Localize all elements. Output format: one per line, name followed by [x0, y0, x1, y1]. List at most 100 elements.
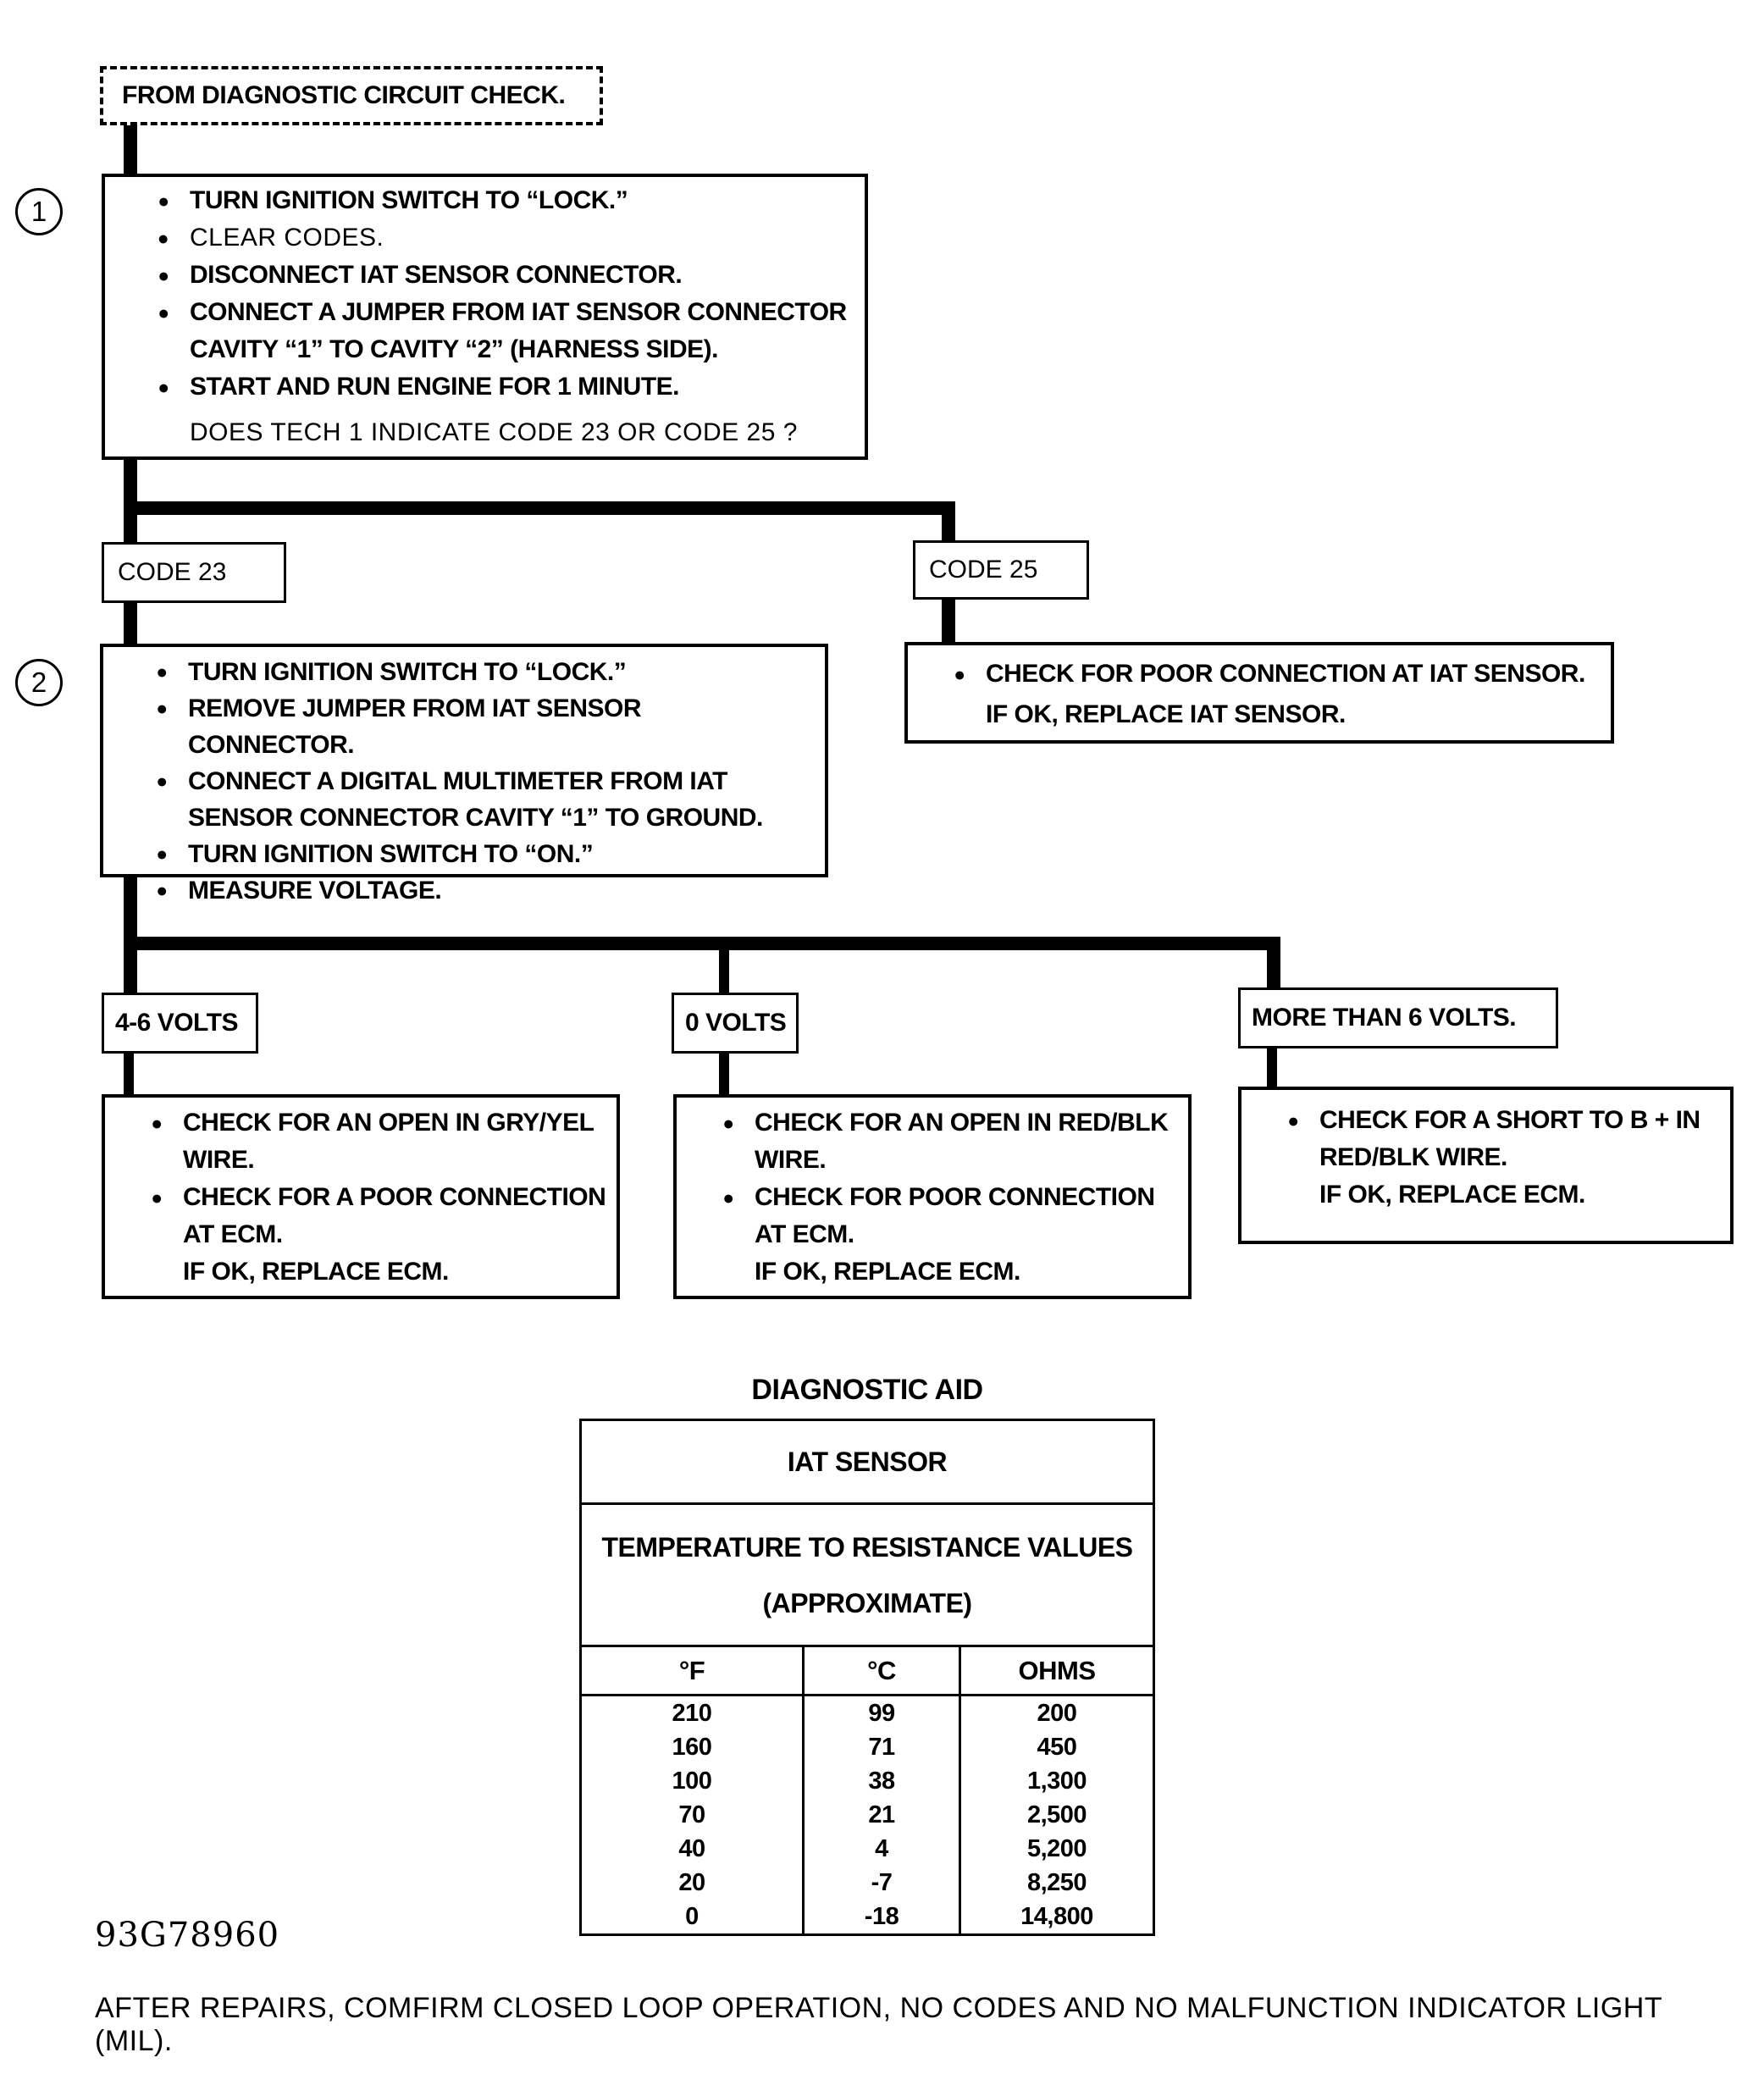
branch-code-23-label: CODE 23 — [118, 558, 227, 586]
bullet-item: ●CHECK FOR POOR CONNECTION AT IAT SENSOR… — [933, 654, 1602, 735]
table-cell: 70 — [582, 1798, 805, 1832]
bullet-item: ● TURN IGNITION SWITCH TO “LOCK.” — [135, 654, 813, 690]
bullet-text: TURN IGNITION SWITCH TO “ON.” — [188, 840, 594, 868]
after-repairs-note: AFTER REPAIRS, COMFIRM CLOSED LOOP OPERA… — [95, 1992, 1662, 2057]
code-25-action-box: ●CHECK FOR POOR CONNECTION AT IAT SENSOR… — [904, 642, 1614, 744]
bullet-icon: ● — [722, 1112, 734, 1134]
bullet-icon: ● — [158, 301, 169, 324]
branch-more-than-6-volts: MORE THAN 6 VOLTS. — [1238, 987, 1558, 1048]
table-subtitle-line2: (APPROXIMATE) — [762, 1587, 972, 1618]
table-cell: 4 — [805, 1832, 961, 1866]
connector-line — [124, 501, 955, 515]
connector-line — [719, 1054, 729, 1096]
table-cell: -7 — [805, 1866, 961, 1900]
table-cell: -18 — [805, 1900, 961, 1933]
table-row: 20-7 8,250 — [582, 1866, 1153, 1900]
connector-line — [124, 125, 137, 176]
table-subtitle-row: TEMPERATURE TO RESISTANCE VALUES (APPROX… — [582, 1505, 1153, 1647]
table-cell: 0 — [582, 1900, 805, 1933]
table-header-cell: OHMS — [1018, 1655, 1097, 1685]
table-cell: 200 — [1037, 1699, 1077, 1727]
table-cell: 160 — [582, 1730, 805, 1764]
bullet-text: CONNECT A JUMPER FROM IAT SENSOR CONNECT… — [190, 298, 847, 363]
step-1-instructions: ●TURN IGNITION SWITCH TO “LOCK.”●CLEAR C… — [105, 177, 865, 451]
start-node-label: FROM DIAGNOSTIC CIRCUIT CHECK. — [122, 81, 566, 109]
bullet-icon: ● — [156, 843, 168, 865]
bullet-item: ●REMOVE JUMPER FROM IAT SENSOR CONNECTOR… — [135, 690, 813, 763]
table-header-cell: °F — [582, 1647, 805, 1694]
bullet-item: ● TURN IGNITION SWITCH TO “LOCK.” — [137, 182, 853, 219]
step-number: 2 — [30, 667, 47, 698]
table-cell: 1,300 — [1026, 1767, 1087, 1795]
table-cell: 2,500 — [1026, 1801, 1087, 1828]
bullet-text: START AND RUN ENGINE FOR 1 MINUTE. — [190, 373, 680, 401]
step-number-badge: 2 — [15, 659, 63, 706]
start-node: FROM DIAGNOSTIC CIRCUIT CHECK. — [100, 66, 603, 125]
bullet-icon: ● — [156, 879, 168, 901]
table-row: 0-18 14,800 — [582, 1900, 1153, 1933]
bullet-item: ● START AND RUN ENGINE FOR 1 MINUTE. — [137, 368, 853, 406]
branch-more-than-6-volts-label: MORE THAN 6 VOLTS. — [1252, 1004, 1517, 1032]
table-cell: 40 — [582, 1832, 805, 1866]
bullet-text: TURN IGNITION SWITCH TO “LOCK.” — [190, 186, 628, 214]
table-cell: 8,250 — [1026, 1868, 1087, 1896]
bullet-text: CHECK FOR POOR CONNECTION AT IAT SENSOR.… — [986, 660, 1585, 728]
table-cell: 14,800 — [1020, 1902, 1093, 1930]
bullet-text: TURN IGNITION SWITCH TO “LOCK.” — [188, 658, 627, 686]
bullet-icon: ● — [156, 661, 168, 683]
bullet-icon: ● — [158, 190, 169, 212]
table-cell: 38 — [805, 1764, 961, 1798]
bullet-item: ●MEASURE VOLTAGE. — [135, 872, 813, 909]
bullet-spacer — [137, 414, 190, 451]
bullet-icon: ● — [151, 1187, 163, 1209]
step-2-box: ●TURN IGNITION SWITCH TO “LOCK.”●REMOVE … — [100, 644, 828, 904]
step-number-badge: 1 — [15, 188, 63, 235]
bullet-icon: ● — [1287, 1109, 1299, 1131]
connector-line — [719, 943, 729, 994]
bullet-icon: ● — [158, 376, 169, 398]
table-cell: 99 — [805, 1696, 961, 1730]
connector-line — [124, 937, 1280, 950]
bullet-text: REMOVE JUMPER FROM IAT SENSOR CONNECTOR. — [188, 694, 642, 759]
branch-code-23: CODE 23 — [102, 542, 286, 603]
iat-sensor-table: IAT SENSOR TEMPERATURE TO RESISTANCE VAL… — [579, 1419, 1155, 1936]
connector-line — [124, 876, 137, 994]
code-25-action-instructions: ●CHECK FOR POOR CONNECTION AT IAT SENSOR… — [908, 645, 1611, 735]
table-cell: 20 — [582, 1866, 805, 1900]
bullet-icon: ● — [722, 1187, 734, 1209]
branch-code-25: CODE 25 — [913, 540, 1089, 600]
step-number: 1 — [30, 196, 47, 227]
table-header-cell: °C — [805, 1647, 961, 1694]
table-subtitle-line1: TEMPERATURE TO RESISTANCE VALUES — [601, 1531, 1133, 1563]
table-header-row: °F°C OHMS — [582, 1647, 1153, 1696]
connector-line — [942, 598, 955, 644]
table-cell: 210 — [582, 1696, 805, 1730]
table-cell: 450 — [1037, 1733, 1077, 1761]
bullet-item: DOES TECH 1 INDICATE CODE 23 OR CODE 25 … — [137, 414, 853, 451]
connector-line — [124, 1054, 134, 1096]
table-cell: 5,200 — [1026, 1834, 1087, 1862]
bullet-item: ● CONNECT A JUMPER FROM IAT SENSOR CONNEC… — [137, 294, 853, 368]
bullet-icon: ● — [151, 1112, 163, 1134]
bullet-icon: ● — [157, 227, 170, 249]
bullet-icon: ● — [156, 770, 168, 792]
